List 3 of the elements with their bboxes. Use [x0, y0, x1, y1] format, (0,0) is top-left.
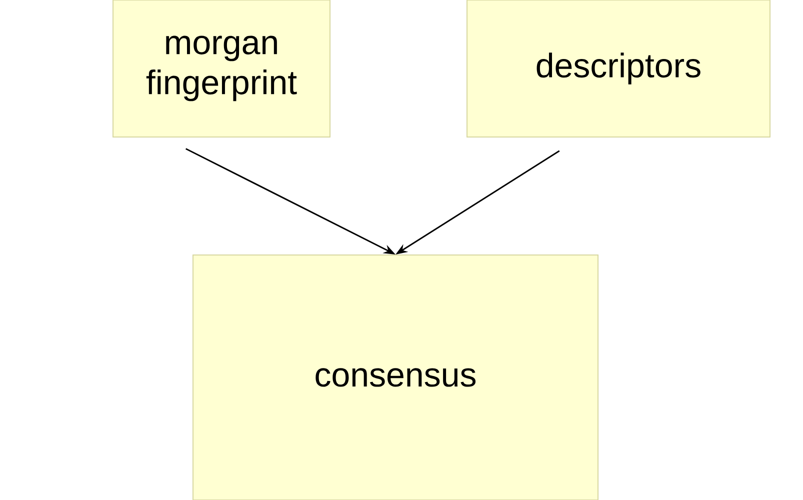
text-box: descriptors	[466, 0, 770, 138]
text-box: consensus	[192, 254, 598, 500]
text-box: morgan fingerprint	[112, 0, 330, 138]
